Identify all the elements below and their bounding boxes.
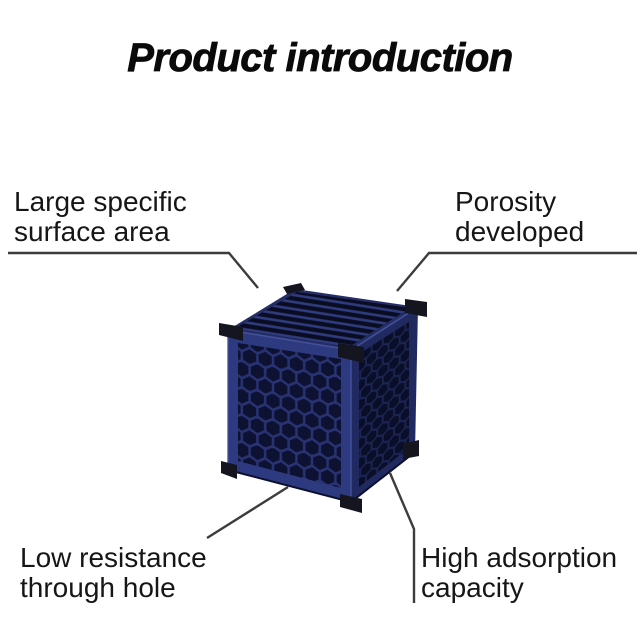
cube-corner-cap-front-middle [338,343,364,363]
callout-porosity-developed: Porosity developed [455,187,584,247]
callout-line: Porosity [455,186,557,217]
leader-line-bottom-left [206,485,289,540]
cube-vertical-edge-highlight [227,330,352,502]
callout-line: surface area [14,216,170,247]
cube-right-holes [359,322,409,487]
callout-high-adsorption-capacity: High adsorption capacity [421,543,617,603]
callout-line: Low resistance [20,542,207,573]
callout-low-resistance-through-hole: Low resistance through hole [20,543,207,603]
cube-foot-middle [340,494,362,513]
cube-foot-left [221,461,237,479]
cube-corner-cap-right [405,299,427,317]
cube-corner-cap-front-left [219,323,243,341]
callout-large-specific-surface-area: Large specific surface area [14,187,187,247]
callout-line: through hole [20,572,176,603]
cube-top-tab [283,283,305,294]
callout-line: Large specific [14,186,187,217]
callout-line: capacity [421,572,524,603]
cube-foot-right [403,440,419,459]
page-title: Product introduction [127,36,514,81]
callout-line: High adsorption [421,542,618,573]
leader-line-top-left [8,251,259,289]
leader-line-top-right [396,251,637,292]
callout-line: developed [455,216,585,247]
leader-line-bottom-right [388,472,416,603]
cube-front-holes [238,343,341,488]
cube-top-grille-stripes [234,292,410,347]
